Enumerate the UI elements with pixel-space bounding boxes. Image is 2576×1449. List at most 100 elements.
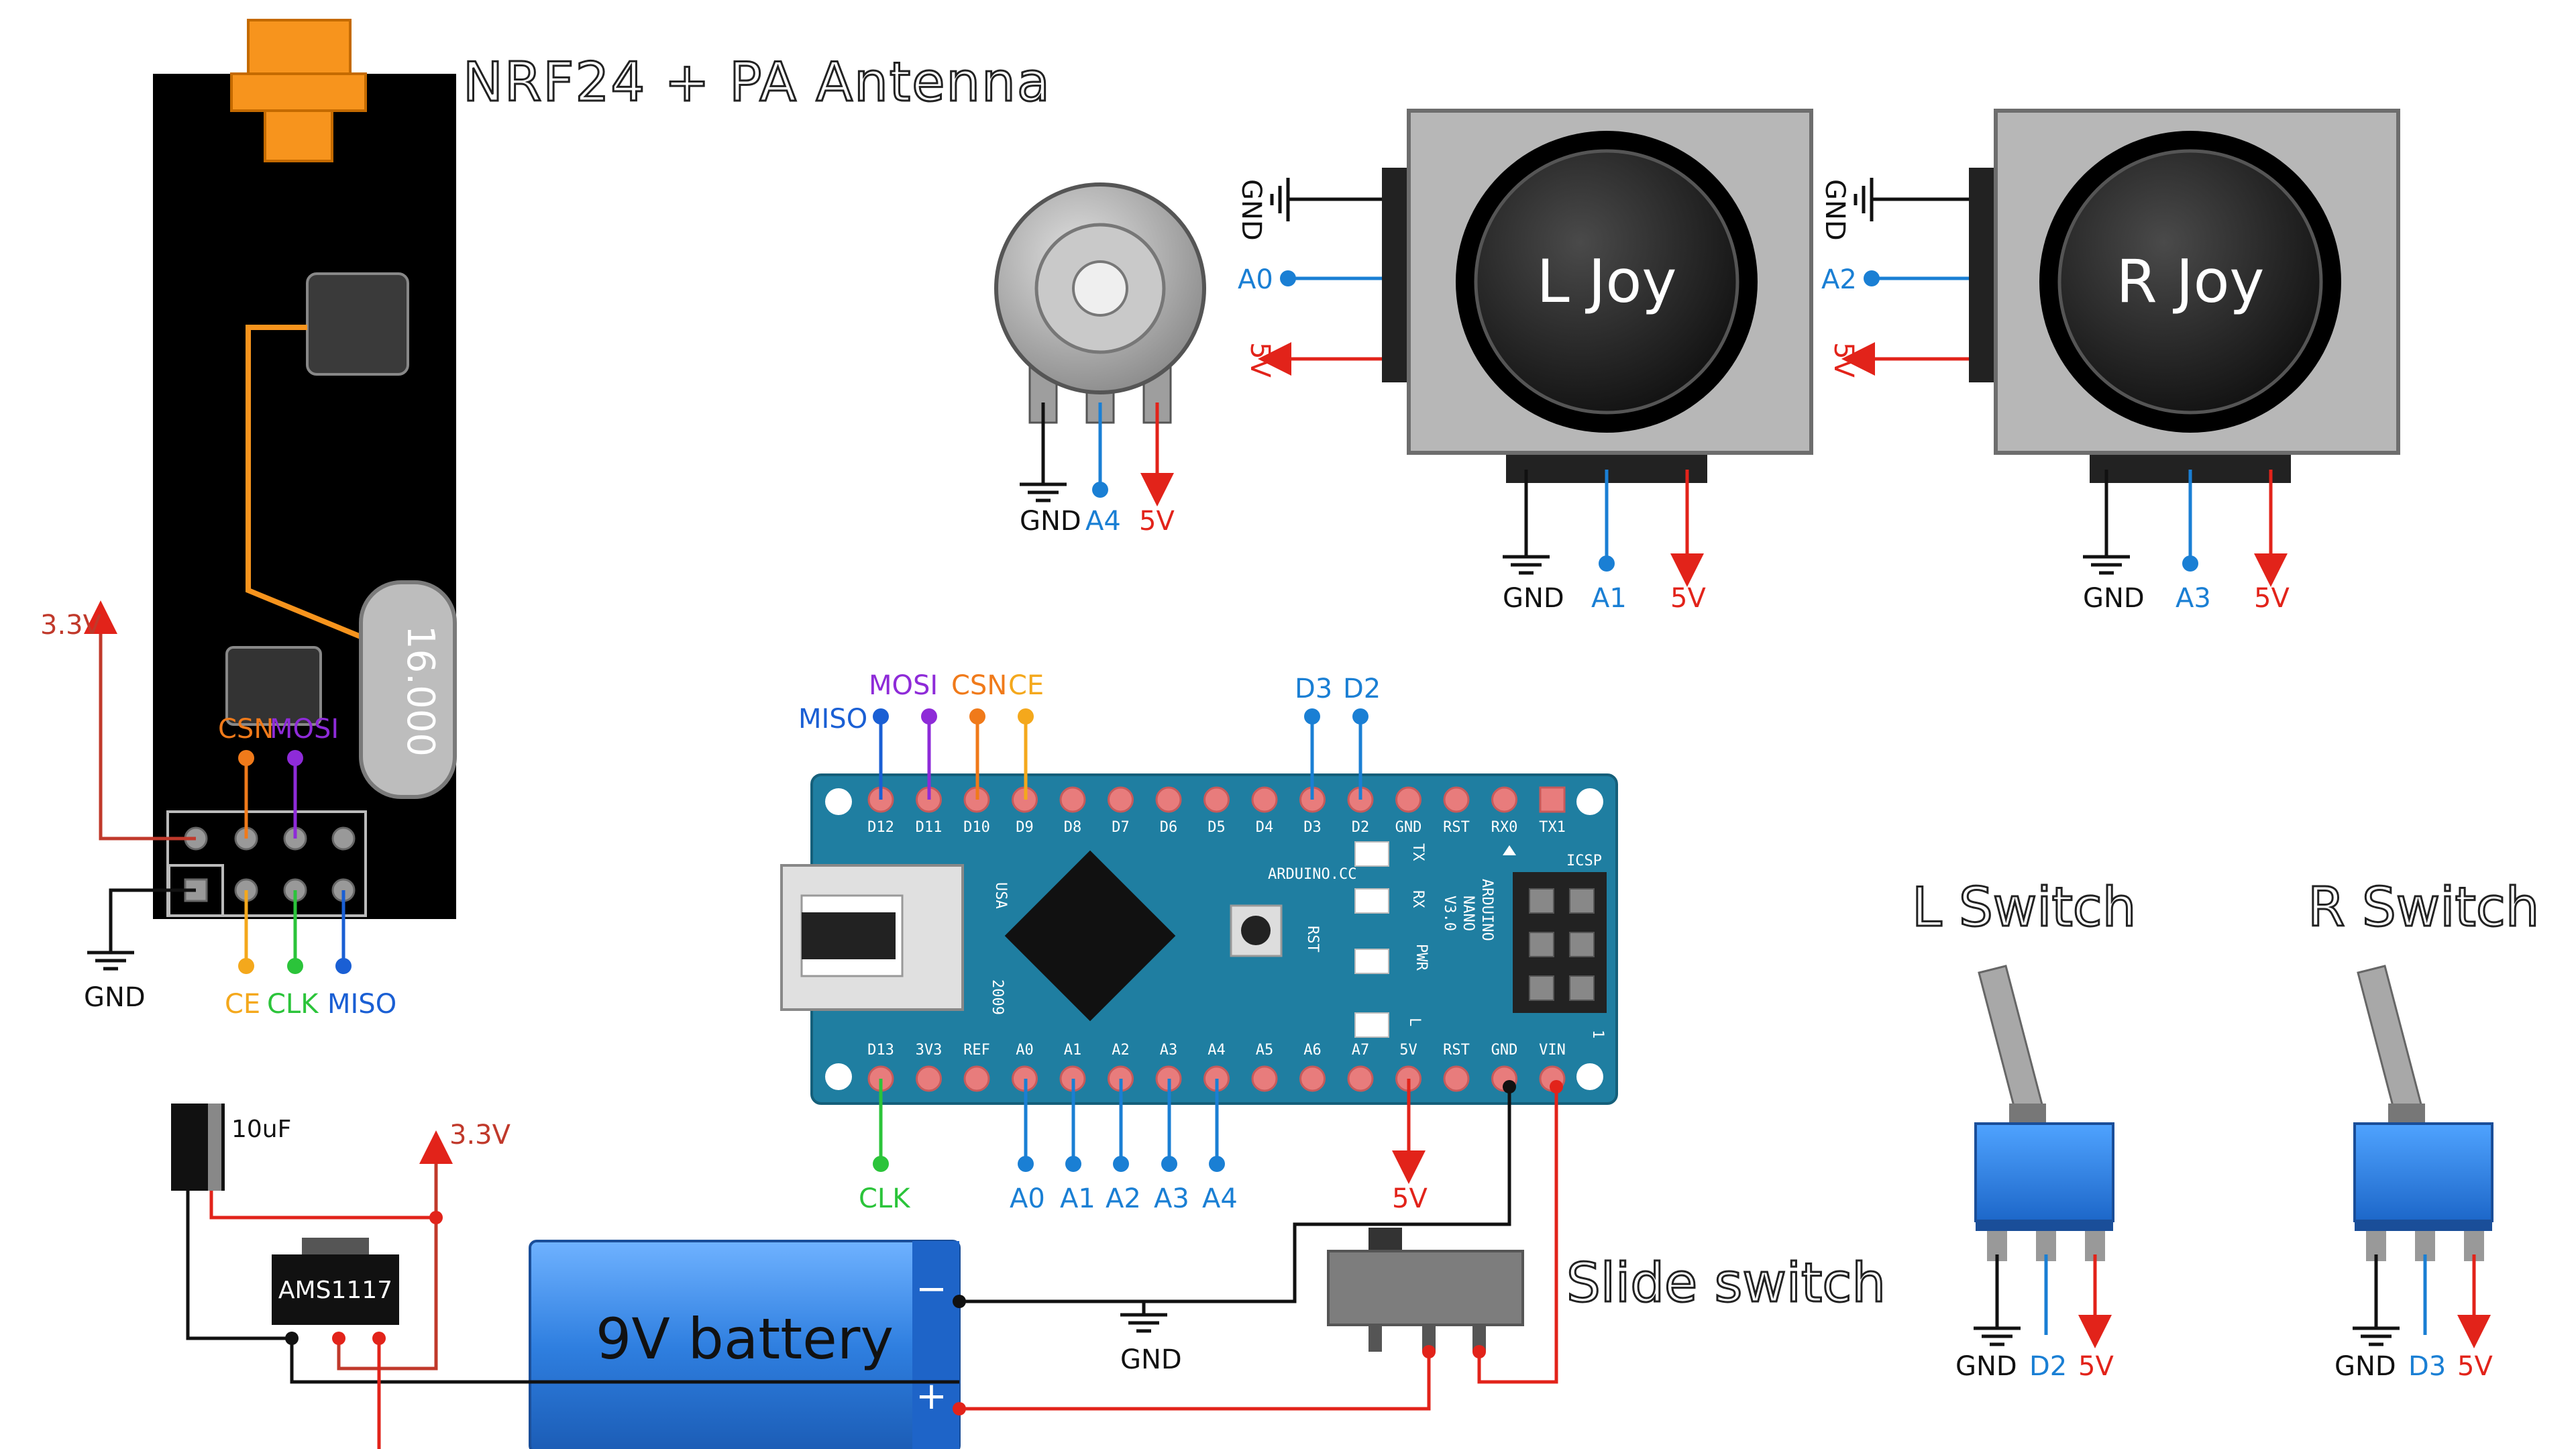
nano-top-pin [1108,786,1134,813]
arduino-nano [780,773,1618,1105]
nano-name-3: V3.0 [1441,896,1458,931]
nano-top-pin [1155,786,1182,813]
nano-top-pin [1203,786,1230,813]
nano-bottom-pin-label: A3 [1160,1042,1178,1059]
nrf-header [166,810,367,917]
nano-top-pin [1539,786,1566,813]
nano-top-wires [879,718,1362,800]
capacitor-label: 10uF [231,1116,291,1143]
regulator-label: AMS1117 [278,1277,392,1304]
nano-icsp-label: ICSP [1566,853,1602,869]
nano-bottom-pin-label: VIN [1539,1042,1566,1059]
left-joy-wires [1258,197,1704,587]
nano-top-pin-label: D10 [963,819,990,836]
icsp-pin [1529,975,1554,1001]
nano-bottom-pin-label: A5 [1256,1042,1274,1059]
right-joystick [1969,109,2400,483]
ams1117-regulator [272,1238,399,1325]
left-switch-5v-label: 5V [2078,1351,2114,1382]
nano-led-rx: RX [1409,890,1426,908]
icsp-pin [1529,932,1554,957]
nano-bottom-pin-label: A1 [1064,1042,1082,1059]
ground-symbol [87,951,134,971]
nano-bottom-pin-label: 3V3 [916,1042,943,1059]
nano-bottom-pin-label: A4 [1208,1042,1226,1059]
nano-top-pin-label: D9 [1016,819,1034,836]
right-switch-gnd-label: GND [2334,1351,2396,1382]
nano-a2-label: A2 [1106,1183,1141,1214]
potentiometer [994,182,1206,424]
nano-top-pin [1251,786,1278,813]
nano-miso-label: MISO [798,704,867,735]
nano-a4-label: A4 [1202,1183,1238,1214]
nano-top-pin-label: TX1 [1539,819,1566,836]
nano-bottom-pin-label: A6 [1303,1042,1322,1059]
left-switch-d2-label: D2 [2029,1351,2067,1382]
icsp-pins [1529,888,1595,1001]
left-toggle-switch [1974,965,2114,1261]
battery-neg-terminal: − [916,1267,947,1311]
left-joy-gnd-label: GND [1503,583,1564,614]
nano-top-pin-label: D5 [1208,819,1226,836]
nano-ce-label: CE [1008,670,1044,701]
right-switch-d3-label: D3 [2408,1351,2446,1382]
nrf-chip [225,646,322,726]
right-joy-a2-label: A2 [1821,264,1857,295]
left-joy-a1-label: A1 [1591,583,1627,614]
left-switch-label: L Switch [1912,876,2137,938]
right-switch-label: R Switch [2308,876,2540,938]
nano-usa: USA [992,882,1009,909]
nano-top-pin [1059,786,1086,813]
reset-button [1230,904,1283,957]
left-joy-5v-side-label: 5V [1244,342,1275,378]
nano-rst-label: RST [1304,926,1321,953]
left-joy-gnd-side-label: GND [1236,179,1267,241]
left-switch-gnd-label: GND [1955,1351,2017,1382]
pot-gnd-label: GND [1020,506,1081,537]
nano-bottom-pin [1251,1065,1278,1092]
nano-top-pin-label: D3 [1303,819,1322,836]
right-switch-wires [2374,1254,2491,1348]
nano-top-pin-label: D7 [1112,819,1130,836]
slide-switch [1327,1228,1524,1352]
nrf-wires [84,600,345,966]
nrf-pin [331,826,356,851]
nano-top-pin [1443,786,1470,813]
icsp-pin [1569,888,1595,914]
nano-bottom-pin-label: A0 [1016,1042,1034,1059]
left-joy-a0-label: A0 [1238,264,1273,295]
nano-top-pin [1395,786,1421,813]
nano-bottom-pin-label: A2 [1112,1042,1130,1059]
nano-top-pin-label: D6 [1160,819,1178,836]
right-joy-gnd-side-label: GND [1819,179,1850,241]
icsp-pin [1569,932,1595,957]
nano-top-pin-label: GND [1395,819,1422,836]
nano-bottom-wires [879,1079,1426,1184]
nano-a1-label: A1 [1060,1183,1095,1214]
nano-led-tx: TX [1409,843,1426,861]
nano-bottom-pin [916,1065,942,1092]
nano-top-pin [1491,786,1517,813]
pa-chip [306,272,409,376]
nrf-header-pins [184,826,356,902]
nano-top-pin-label: D12 [867,819,894,836]
nano-bottom-pin-label: REF [963,1042,990,1059]
pot-5v-label: 5V [1139,506,1175,537]
right-toggle-switch [2353,965,2493,1261]
nano-bottom-pin-label: 5V [1399,1042,1417,1059]
battery-gnd-label: GND [1120,1344,1182,1375]
nano-bottom-pin [1299,1065,1326,1092]
antenna-connector [247,19,352,75]
nano-clk-label: CLK [859,1183,911,1214]
right-joy-5v-label: 5V [2254,583,2290,614]
power-wires [186,1087,1558,1449]
nano-name-2: NANO [1460,896,1477,931]
nano-bottom-pin [963,1065,990,1092]
right-joy-gnd-label: GND [2083,583,2145,614]
mcu-chip [1004,850,1176,1022]
nrf-gnd-label: GND [84,982,146,1013]
nano-5v-label: 5V [1392,1183,1428,1214]
nano-d3-label: D3 [1295,674,1332,704]
nano-bottom-pin-label: A7 [1352,1042,1370,1059]
nano-a3-label: A3 [1154,1183,1189,1214]
